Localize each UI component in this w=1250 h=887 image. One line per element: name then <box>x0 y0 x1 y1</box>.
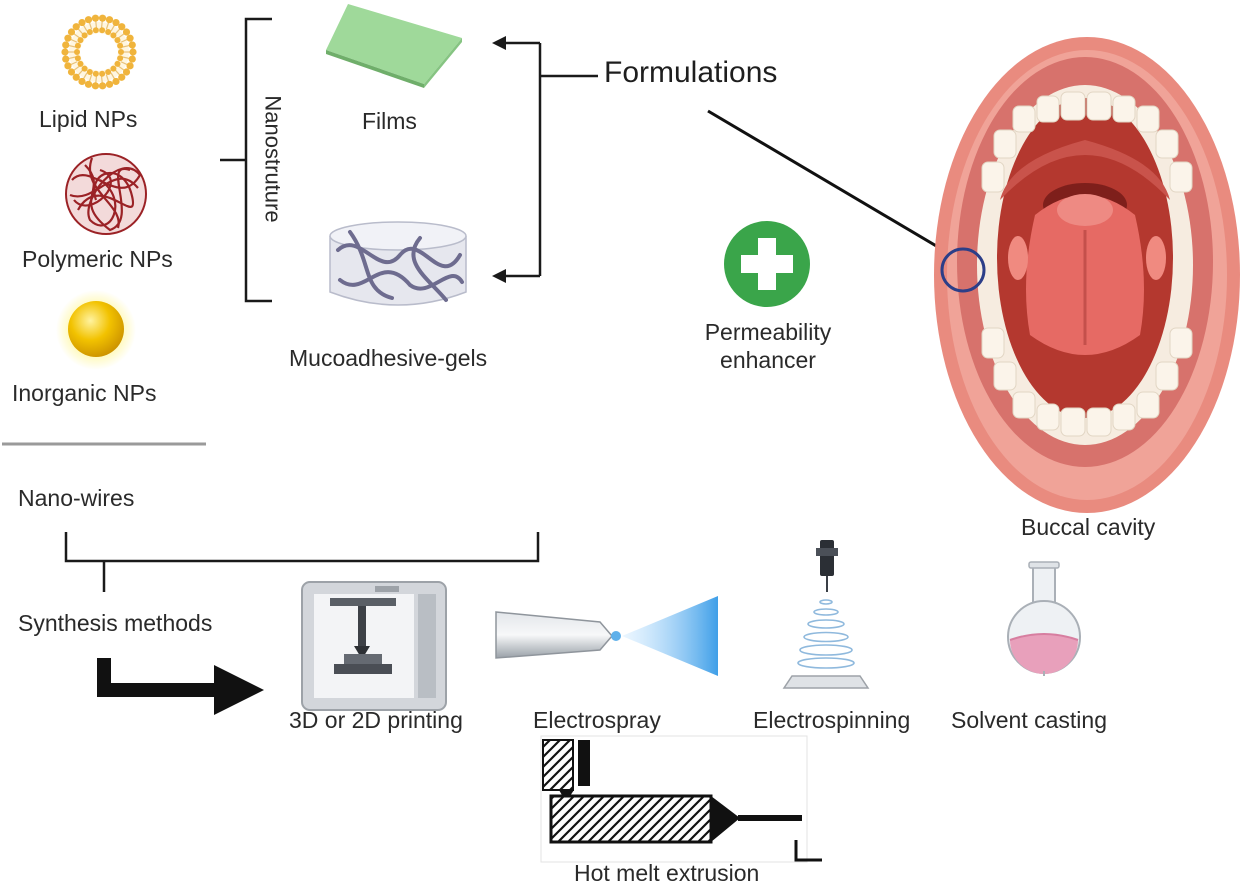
electrospray-label: Electrospray <box>533 707 661 733</box>
buccal-cavity-illustration <box>934 37 1240 513</box>
3d-printer-icon <box>301 581 447 711</box>
arrowhead-films <box>492 36 506 50</box>
synthesis-bracket <box>64 532 540 592</box>
polymeric-np-label: Polymeric NPs <box>22 246 173 272</box>
nano-wires-label: Nano-wires <box>18 485 135 511</box>
solvent-casting-label: Solvent casting <box>951 707 1107 733</box>
arrowhead-gels <box>492 269 506 283</box>
lipid-np-label: Lipid NPs <box>39 106 138 132</box>
film-icon <box>326 4 462 88</box>
permeability-line1: Permeability <box>704 319 832 345</box>
permeability-enhancer-label: Permeability enhancer <box>680 318 856 374</box>
hot-melt-extrusion-label: Hot melt extrusion <box>574 860 760 886</box>
synthesis-arrow <box>97 658 264 715</box>
formulations-label: Formulations <box>604 56 778 89</box>
electrospinning-label: Electrospinning <box>753 707 911 733</box>
nanostructure-bracket <box>220 17 272 303</box>
buccal-cavity-label: Buccal cavity <box>1021 514 1156 540</box>
electrospinning-icon <box>782 540 870 689</box>
polymeric-np-icon <box>65 153 147 235</box>
lipid-np-icon <box>61 14 137 90</box>
permeability-line2: enhancer <box>720 347 816 373</box>
buccal-marker-circle <box>940 247 986 293</box>
electrospray-icon <box>495 596 718 676</box>
inorganic-np-label: Inorganic NPs <box>12 380 157 406</box>
inorganic-np-icon <box>56 290 136 370</box>
mucoadhesive-gel-icon <box>329 221 467 306</box>
mucoadhesive-gels-label: Mucoadhesive-gels <box>289 345 488 371</box>
synthesis-methods-label: Synthesis methods <box>18 610 213 636</box>
pointer-arrow <box>707 109 961 262</box>
hot-melt-extruder-icon <box>540 735 822 863</box>
nanostructure-label: Nanostruture <box>260 95 286 223</box>
plus-icon <box>724 221 810 307</box>
flask-icon <box>1007 561 1081 676</box>
films-label: Films <box>362 108 417 134</box>
printing-label: 3D or 2D printing <box>289 707 463 733</box>
formulations-arrows <box>500 41 598 278</box>
